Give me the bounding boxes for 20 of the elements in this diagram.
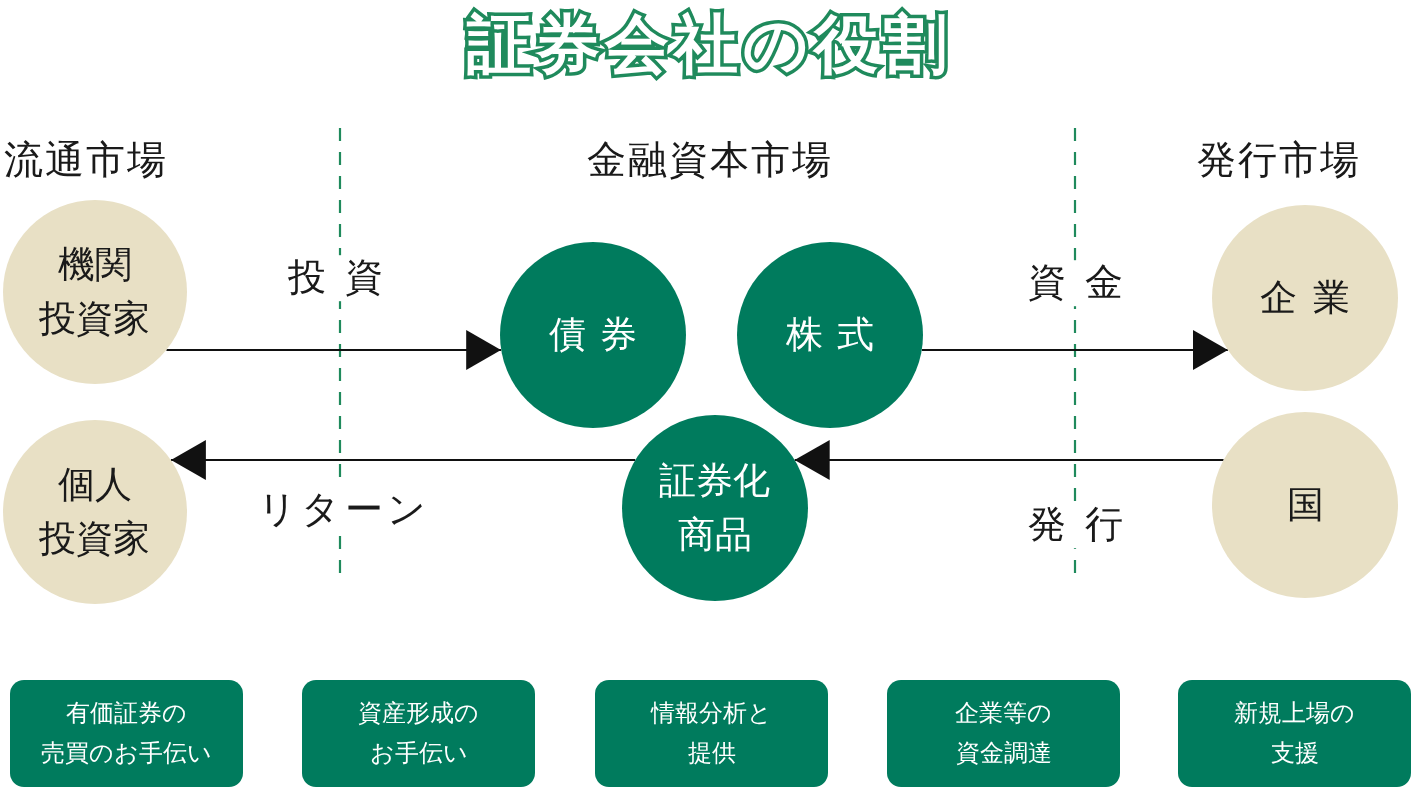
circle-node: 個人投資家 xyxy=(3,420,187,604)
circle-node: 証券化商品 xyxy=(622,415,808,601)
rounded-box: 情報分析と提供 xyxy=(595,680,828,787)
rounded-box: 新規上場の支援 xyxy=(1178,680,1411,787)
arrow xyxy=(166,330,502,370)
rounded-box: 企業等の資金調達 xyxy=(887,680,1120,787)
arrow xyxy=(170,440,636,480)
rounded-box: 資産形成のお手伝い xyxy=(302,680,535,787)
column-heading: 発行市場 xyxy=(1197,136,1361,184)
circle-node: 機関投資家 xyxy=(3,200,187,384)
circle-node: 債券 xyxy=(500,242,686,428)
rounded-box: 有価証券の売買のお手伝い xyxy=(10,680,243,787)
title: 証券会社の役割 xyxy=(453,2,960,86)
circle-node: 企業 xyxy=(1212,205,1398,391)
arrow xyxy=(794,440,1224,480)
column-heading: 流通市場 xyxy=(4,136,168,184)
arrow xyxy=(921,330,1228,370)
circle-node: 株式 xyxy=(737,242,923,428)
circle-node: 国 xyxy=(1212,412,1398,598)
column-heading: 金融資本市場 xyxy=(587,136,833,184)
